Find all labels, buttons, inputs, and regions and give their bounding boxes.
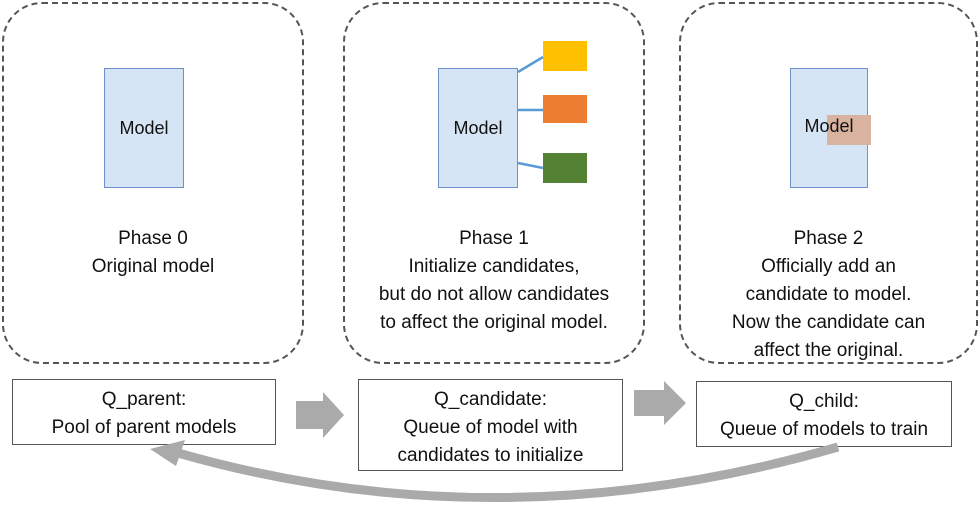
- queue-parent-description: Pool of parent models: [51, 417, 237, 438]
- phase-0-title: Phase 0: [118, 228, 188, 249]
- phase-1-model-label: Model: [453, 117, 503, 138]
- phase-1-panel: [343, 2, 645, 364]
- phase-1-candidate-green: [543, 153, 587, 183]
- phase-1-candidate-orange: [543, 95, 587, 123]
- phase-0-model: Model: [104, 68, 184, 188]
- phase-0-panel: [2, 2, 304, 364]
- phase-1-title: Phase 1: [459, 228, 529, 249]
- phase-2-line-4: affect the original.: [753, 340, 904, 361]
- arrow-candidate-to-child-icon: [634, 381, 686, 425]
- phase-1-line-1: Initialize candidates,: [408, 256, 580, 277]
- return-arrow-head-icon: [150, 440, 185, 466]
- phase-2-line-2: candidate to model.: [745, 284, 912, 305]
- return-arrow-child-to-parent-icon: [176, 442, 840, 503]
- phase-2-merged-candidate: [827, 115, 871, 145]
- phase-2-line-1: Officially add an: [761, 256, 896, 277]
- phase-1-model: Model: [438, 68, 518, 188]
- phase-2-line-3: Now the candidate can: [731, 312, 926, 333]
- phase-2-model: Model: [790, 68, 871, 188]
- phase-0-line-1: Original model: [91, 256, 215, 277]
- phase-1-line-3: to affect the original model.: [380, 312, 608, 333]
- queue-candidate-box: Q_candidate: Queue of model with candida…: [358, 379, 623, 471]
- phase-2-panel: [679, 2, 978, 364]
- phase-1-description: Phase 1 Initialize candidates, but do no…: [343, 225, 645, 337]
- queue-candidate-line-1: Queue of model with: [403, 417, 578, 438]
- queue-parent-box: Q_parent: Pool of parent models: [12, 379, 276, 445]
- phase-1-candidate-yellow: [543, 41, 587, 71]
- phase-1-connector-bottom: [517, 161, 544, 170]
- phase-2-model-label: Model: [804, 115, 854, 136]
- queue-candidate-line-2: candidates to initialize: [397, 445, 584, 466]
- queue-parent-title: Q_parent:: [101, 389, 187, 410]
- queue-child-title: Q_child:: [789, 391, 859, 412]
- phase-1-line-2: but do not allow candidates: [378, 284, 610, 305]
- arrow-parent-to-candidate-icon: [296, 392, 344, 438]
- phase-1-connector-top: [517, 55, 544, 74]
- phase-0-model-label: Model: [119, 117, 169, 138]
- phase-2-title: Phase 2: [793, 228, 864, 249]
- queue-candidate-title: Q_candidate:: [433, 389, 548, 410]
- queue-child-box: Q_child: Queue of models to train: [696, 381, 952, 447]
- queue-child-description: Queue of models to train: [719, 419, 929, 440]
- phase-0-description: Phase 0 Original model: [2, 225, 304, 281]
- phase-2-description: Phase 2 Officially add an candidate to m…: [679, 225, 978, 365]
